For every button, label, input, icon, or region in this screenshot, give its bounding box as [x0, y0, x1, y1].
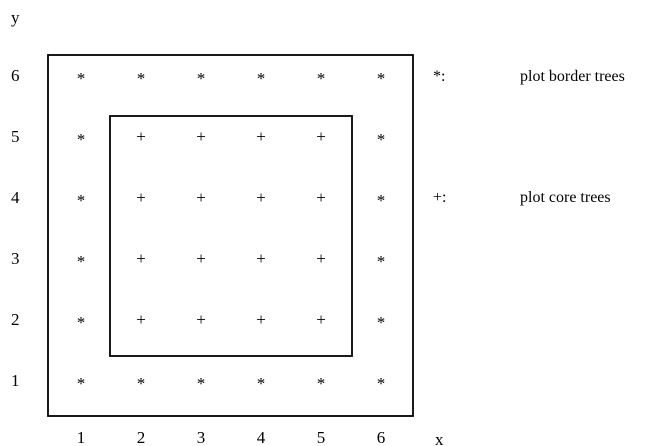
- plot-core-boundary: [109, 115, 353, 357]
- core-tree-mark-2-2: +: [136, 310, 146, 329]
- y-tick-4: 4: [11, 188, 20, 207]
- x-tick-3: 3: [197, 428, 206, 446]
- y-tick-labels: 1 2 3 4 5 6: [11, 66, 20, 390]
- x-tick-6: 6: [377, 428, 386, 446]
- core-tree-mark-5-5: +: [316, 127, 326, 146]
- core-tree-mark-3-2: +: [196, 310, 206, 329]
- border-tree-mark-1-6: *: [77, 69, 86, 88]
- x-tick-4: 4: [257, 428, 266, 446]
- core-tree-mark-5-2: +: [316, 310, 326, 329]
- border-tree-mark-5-1: *: [317, 374, 326, 393]
- y-tick-6: 6: [11, 66, 20, 85]
- border-tree-mark-3-1: *: [197, 374, 206, 393]
- border-tree-mark-6-1: *: [377, 374, 386, 393]
- border-tree-mark-2-6: *: [137, 69, 146, 88]
- core-tree-mark-2-3: +: [136, 249, 146, 268]
- border-tree-mark-1-5: *: [77, 130, 86, 149]
- border-tree-mark-2-1: *: [137, 374, 146, 393]
- core-tree-mark-2-4: +: [136, 188, 146, 207]
- core-tree-mark-5-4: +: [316, 188, 326, 207]
- plot-outer-boundary: [47, 54, 414, 417]
- y-tick-3: 3: [11, 249, 20, 268]
- legend-label-core: plot core trees: [520, 189, 611, 206]
- border-tree-mark-1-2: *: [77, 313, 86, 332]
- border-tree-mark-6-2: *: [377, 313, 386, 332]
- core-tree-mark-3-5: +: [196, 127, 206, 146]
- core-tree-mark-4-4: +: [256, 188, 266, 207]
- core-tree-mark-4-2: +: [256, 310, 266, 329]
- legend: *: plot border trees +: plot core trees: [433, 68, 625, 206]
- x-tick-2: 2: [137, 428, 146, 446]
- tree-marks: * * * * * * * + + + + * * + + + + * * + + + + * * + + + + * * * * * * *: [77, 69, 386, 393]
- border-tree-mark-1-3: *: [77, 252, 86, 271]
- border-tree-mark-6-3: *: [377, 252, 386, 271]
- legend-label-border: plot border trees: [520, 68, 625, 85]
- y-tick-1: 1: [11, 371, 20, 390]
- border-tree-mark-3-6: *: [197, 69, 206, 88]
- border-tree-mark-4-6: *: [257, 69, 266, 88]
- core-tree-mark-5-3: +: [316, 249, 326, 268]
- core-tree-mark-3-3: +: [196, 249, 206, 268]
- border-tree-mark-6-4: *: [377, 191, 386, 210]
- x-axis-label: x: [435, 430, 444, 446]
- border-tree-mark-1-1: *: [77, 374, 86, 393]
- legend-key-core: +:: [433, 189, 446, 206]
- border-tree-mark-6-6: *: [377, 69, 386, 88]
- x-tick-1: 1: [77, 428, 86, 446]
- x-tick-5: 5: [317, 428, 326, 446]
- y-axis-label: y: [11, 8, 20, 27]
- y-tick-5: 5: [11, 127, 20, 146]
- border-tree-mark-4-1: *: [257, 374, 266, 393]
- legend-key-border: *:: [433, 68, 445, 85]
- core-tree-mark-3-4: +: [196, 188, 206, 207]
- border-tree-mark-6-5: *: [377, 130, 386, 149]
- core-tree-mark-4-3: +: [256, 249, 266, 268]
- y-tick-2: 2: [11, 310, 20, 329]
- core-tree-mark-2-5: +: [136, 127, 146, 146]
- x-tick-labels: 1 2 3 4 5 6: [77, 428, 386, 446]
- border-tree-mark-1-4: *: [77, 191, 86, 210]
- core-tree-mark-4-5: +: [256, 127, 266, 146]
- border-tree-mark-5-6: *: [317, 69, 326, 88]
